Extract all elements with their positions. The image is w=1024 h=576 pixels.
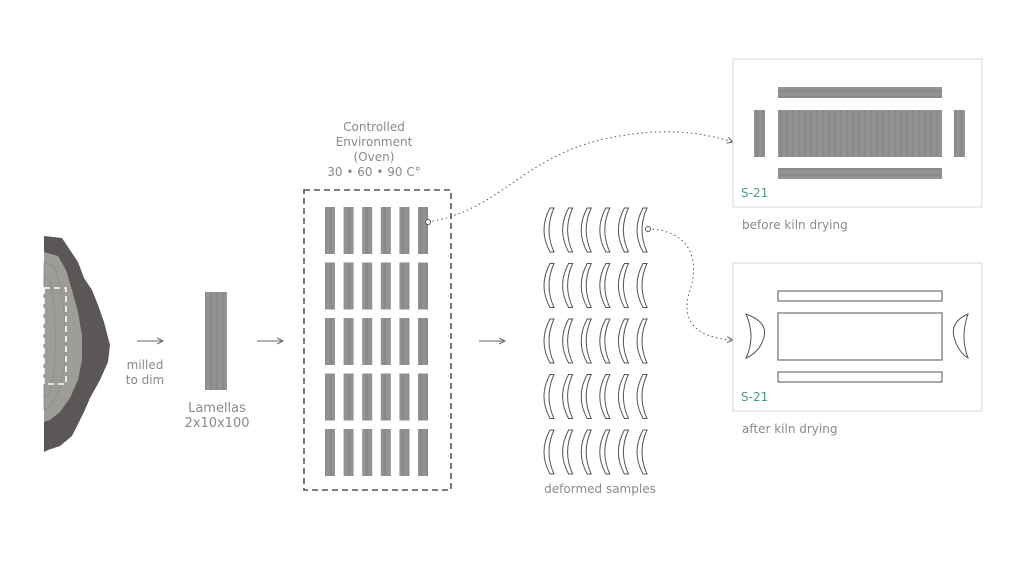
oven-lamella [325,318,335,365]
before-kiln-panel [732,58,983,208]
connector-before [427,131,733,223]
before-left-strip [754,110,765,157]
oven-lamella [343,207,354,254]
connector-after [647,228,733,340]
oven-lamella [380,373,391,421]
oven-lamella [399,318,410,365]
oven-lamella [343,429,354,476]
after-right-curl [952,313,969,360]
before-right-strip [954,110,965,157]
connector-before-origin [425,219,431,225]
oven-lamella [399,207,410,254]
deformed-sample [543,429,555,475]
after-left-curl [744,313,766,359]
deformed-sample [617,263,630,308]
oven-lamella [362,207,373,254]
deformed-sample [562,318,574,364]
oven-lamella [325,429,335,476]
oven-lamella [325,373,335,421]
deformed-sample [562,207,574,253]
oven-lamella [343,318,354,365]
oven-lamella-grid [325,207,428,476]
deformed-sample [580,318,592,364]
lamella [205,292,227,390]
oven-lamella [380,262,391,310]
lamellas-label: Lamellas 2x10x100 [176,401,258,431]
deformed-sample [617,318,630,364]
oven-lamella [380,318,391,365]
before-top-strip [778,87,942,98]
connector-after-origin [645,226,651,232]
oven-boundary [303,189,452,491]
sample-id-after: S-21 [741,390,769,404]
before-label: before kiln drying [742,218,848,232]
sample-id-before: S-21 [741,186,769,200]
deformed-samples-grid [543,207,648,475]
deformed-sample [543,318,555,364]
milled-label: milled to dim [118,358,172,388]
lamellas-dims-text: 2x10x100 [184,416,250,431]
deformed-sample [636,207,648,253]
env-temps: 30 • 60 • 90 C° [327,165,421,179]
oven-lamella [418,207,428,254]
after-bottom-strip [777,371,943,383]
oven-label: Controlled Environment (Oven) 30 • 60 • … [314,120,434,180]
oven-lamella [399,262,410,310]
after-center-block [777,312,943,361]
oven-lamella [325,262,335,310]
deformed-sample [580,374,592,419]
deformed-sample [580,429,592,475]
cut-region-outline [43,287,67,385]
deformed-sample [562,374,574,419]
oven-lamella [362,318,373,365]
log-cross-section [43,236,110,452]
milled-text: milled [126,358,164,372]
deformed-sample [636,429,648,475]
deformed-sample [543,374,555,419]
oven-lamella [362,262,373,310]
deformed-sample [599,374,611,419]
deformed-sample [599,429,611,475]
deformed-label: deformed samples [544,482,656,496]
oven-lamella [362,373,373,421]
after-top-strip [777,290,943,302]
deformed-sample [599,263,611,308]
oven-lamella [343,373,354,421]
deformed-sample [543,207,555,253]
after-label: after kiln drying [742,422,838,436]
env-line2: Environment [335,135,413,149]
deformed-sample [599,318,611,364]
oven-lamella [399,373,410,421]
to-dim-text: to dim [125,373,165,387]
deformed-sample [562,263,574,308]
before-center-block [778,110,942,157]
lamellas-text: Lamellas [188,401,246,416]
deformed-sample [580,207,592,253]
oven-lamella [418,262,428,310]
oven-lamella [418,318,428,365]
deformed-sample [580,263,592,308]
deformed-sample [617,429,630,475]
after-kiln-panel [732,262,983,412]
deformed-sample [617,374,630,419]
oven-lamella [362,429,373,476]
deformed-sample [636,263,648,308]
oven-lamella [325,207,335,254]
oven-lamella [380,429,391,476]
env-line1: Controlled [343,120,405,134]
oven-lamella [380,207,391,254]
deformed-sample [617,207,630,253]
deformed-sample [599,207,611,253]
deformed-sample [543,263,555,308]
deformed-sample [636,318,648,364]
deformed-sample [562,429,574,475]
oven-lamella [418,429,428,476]
oven-lamella [399,429,410,476]
oven-lamella [418,373,428,421]
oven-lamella [343,262,354,310]
deformed-sample [636,374,648,419]
before-bottom-strip [778,168,942,179]
env-line3: (Oven) [353,150,395,164]
